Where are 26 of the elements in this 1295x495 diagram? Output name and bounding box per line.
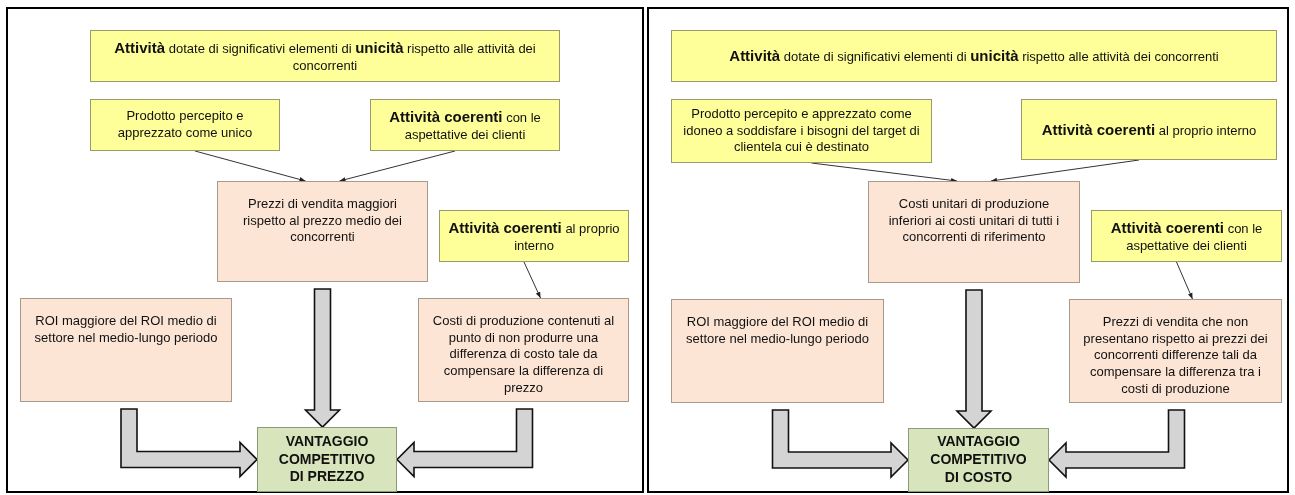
block-arrow bbox=[120, 408, 259, 479]
arrow bbox=[1176, 261, 1193, 300]
activity-box: Attività coerenti con le aspettative dei clienti bbox=[1091, 210, 1282, 262]
outcome-box: ROI maggiore del ROI medio di settore nel medio-lungo periodo bbox=[20, 298, 232, 402]
activity-box: Attività dotate di significativi elementi di unicità rispetto alle attività dei concorrenti bbox=[90, 30, 560, 82]
block-arrow bbox=[1047, 409, 1186, 479]
block-arrow bbox=[395, 408, 534, 479]
block-arrow bbox=[771, 409, 910, 479]
outcome-box: Prezzi di vendita maggiori rispetto al prezzo medio dei concorrenti bbox=[217, 181, 428, 282]
activity-box: Prodotto percepito e apprezzato come idoneo a soddisfare i bisogni del target di clientela cui è destinato bbox=[671, 99, 932, 163]
advantage-box: VANTAGGIO COMPETITIVO DI COSTO bbox=[908, 428, 1049, 492]
arrow bbox=[339, 150, 456, 182]
activity-box: Prodotto percepito e apprezzato come unico bbox=[90, 99, 280, 151]
block-arrow bbox=[955, 289, 993, 430]
activity-box: Attività coerenti al proprio interno bbox=[439, 210, 629, 262]
outcome-box: Costi unitari di produzione inferiori ai costi unitari di tutti i concorrenti di riferimento bbox=[868, 181, 1080, 283]
arrow bbox=[523, 261, 541, 299]
activity-box: Attività coerenti al proprio interno bbox=[1021, 99, 1277, 160]
activity-box: Attività dotate di significativi elementi di unicità rispetto alle attività dei concorrenti bbox=[671, 30, 1277, 82]
arrow bbox=[194, 150, 306, 182]
block-arrow bbox=[303, 288, 342, 429]
activity-box: Attività coerenti con le aspettative dei clienti bbox=[370, 99, 560, 151]
outcome-box: Costi di produzione contenuti al punto di non produrre una differenza di costo tale da compensare la differenza di prezzo bbox=[418, 298, 629, 402]
outcome-box: Prezzi di vendita che non presentano rispetto ai prezzi dei concorrenti differenze tali da compensare la differenza tra i costi di produzione bbox=[1069, 299, 1282, 403]
advantage-box: VANTAGGIO COMPETITIVO DI PREZZO bbox=[257, 427, 397, 492]
outcome-box: ROI maggiore del ROI medio di settore nel medio-lungo periodo bbox=[671, 299, 884, 403]
